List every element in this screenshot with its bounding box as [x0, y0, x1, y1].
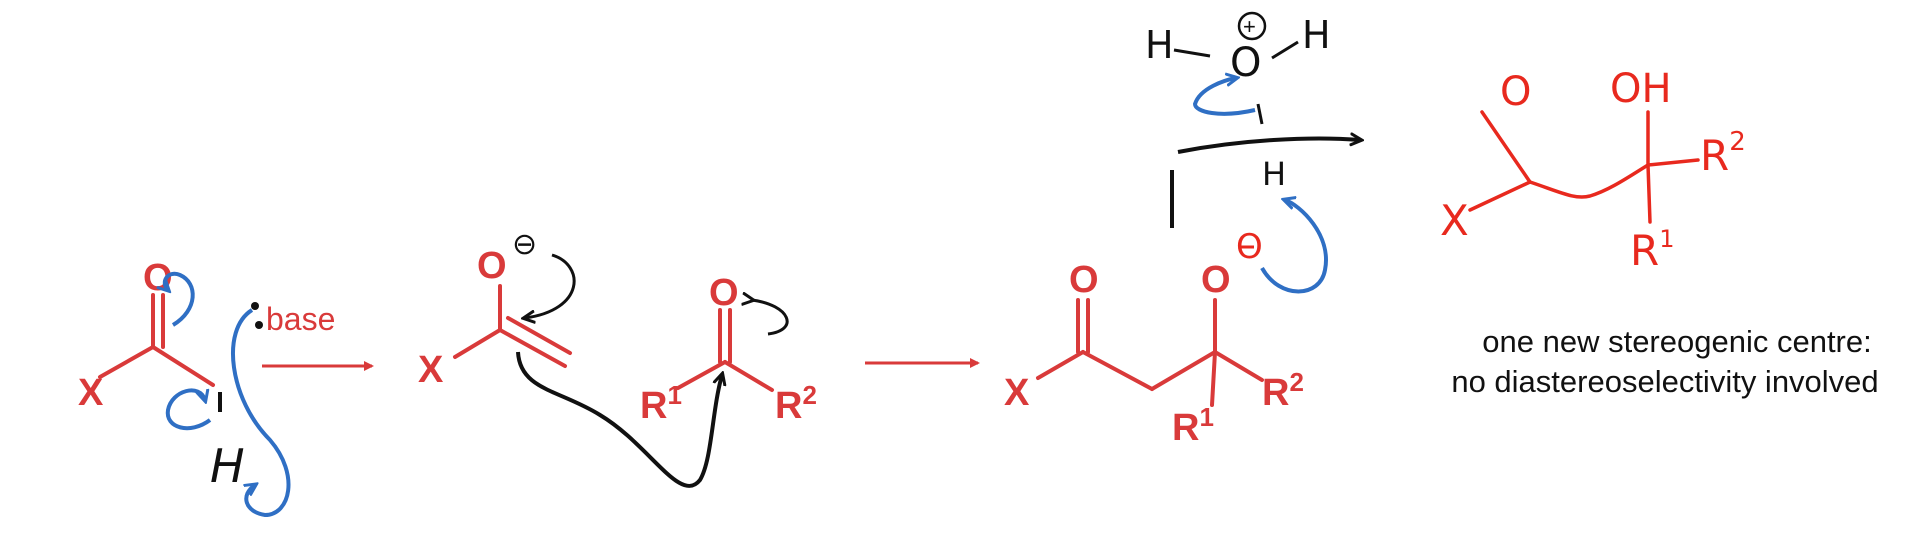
- lone-pair-dot-1: [251, 302, 259, 310]
- bond-c-r1-product: [1210, 350, 1217, 407]
- curly-arrow-co-to-o-ketone: [752, 300, 789, 336]
- sketch-r2-label: R2: [1700, 127, 1746, 180]
- tick-line: [1256, 103, 1264, 125]
- enolate-x-label: X: [418, 349, 444, 391]
- bond-c-ch2: [1081, 350, 1154, 391]
- sketch-o-label: O: [1500, 69, 1531, 115]
- sketch-product: [1468, 110, 1700, 224]
- bond-c-r2: [723, 360, 774, 392]
- bond-c-r2-product: [1213, 350, 1264, 382]
- reactant-h-label: H: [210, 439, 245, 493]
- reactant-molecule: [98, 293, 215, 387]
- product-x-label: X: [1004, 372, 1030, 414]
- product-molecule: [1036, 298, 1264, 407]
- bond-r1-c: [676, 360, 727, 390]
- hydronium-h-transfer: H: [1262, 155, 1286, 193]
- curly-arrow-co-to-o: [165, 271, 195, 327]
- curly-arrow-base-to-h: [231, 308, 291, 518]
- sketch-x-label: X: [1440, 196, 1469, 245]
- note-line-2: no diastereoselectivity involved: [1451, 364, 1878, 399]
- sketch-oh-label: OH: [1610, 66, 1672, 112]
- sketch-bond-chain: [1528, 163, 1650, 199]
- bond-cc-b: [506, 316, 572, 355]
- lone-pair-dot-2: [255, 321, 263, 329]
- hydronium-plus: +: [1243, 14, 1256, 39]
- curly-arrow-ominus-to-h: [1260, 200, 1328, 294]
- ketone-r1-label: R1: [640, 380, 682, 427]
- ketone-molecule: [676, 308, 774, 392]
- enolate-molecule: [453, 284, 572, 368]
- enolate-o-label: O: [477, 245, 507, 287]
- bond-h-o-left: [1173, 48, 1211, 58]
- bond-x-c-enolate: [453, 328, 502, 359]
- sketch-bond-c-r2: [1646, 158, 1700, 167]
- hydronium-ion: H O + H: [1145, 11, 1331, 86]
- ketone-o-label: O: [709, 272, 739, 314]
- sketch-bond-c-r1: [1646, 163, 1652, 224]
- sketch-bond-xc: [1468, 180, 1532, 212]
- curly-arrow-h-o-bond: [1192, 78, 1256, 116]
- hydronium-h-right: H: [1302, 13, 1331, 57]
- reactant-x-label: X: [78, 372, 104, 414]
- hydronium-h-left: H: [1145, 23, 1174, 67]
- bond-x-c-product: [1036, 350, 1085, 380]
- sketch-r1-label: R1: [1630, 225, 1674, 275]
- workup-arrow: [1177, 139, 1360, 154]
- curly-arrow-enolate-attack: [516, 351, 722, 488]
- bond-cc-a: [498, 328, 567, 368]
- plus-circle: [1237, 11, 1267, 41]
- curly-arrow-o-to-cc: [525, 253, 576, 318]
- note-line-1: one new stereogenic centre:: [1482, 324, 1871, 359]
- product-r1-label: R1: [1172, 402, 1214, 449]
- product-r2-label: R2: [1262, 367, 1304, 414]
- curly-arrow-ch-to-cc: [165, 390, 212, 431]
- base-label: base: [266, 301, 335, 337]
- product-o2-label: O: [1201, 259, 1231, 301]
- product-o1-label: O: [1069, 259, 1099, 301]
- ketone-r2-label: R2: [775, 380, 817, 427]
- sketch-bond-co: [1480, 110, 1532, 184]
- bond-o-h-right: [1271, 40, 1299, 60]
- enolate-charge: ⊖: [512, 228, 537, 261]
- bond-ch2-c: [1150, 350, 1217, 391]
- bond-c-ch: [151, 345, 215, 387]
- bond-x-c: [98, 345, 155, 379]
